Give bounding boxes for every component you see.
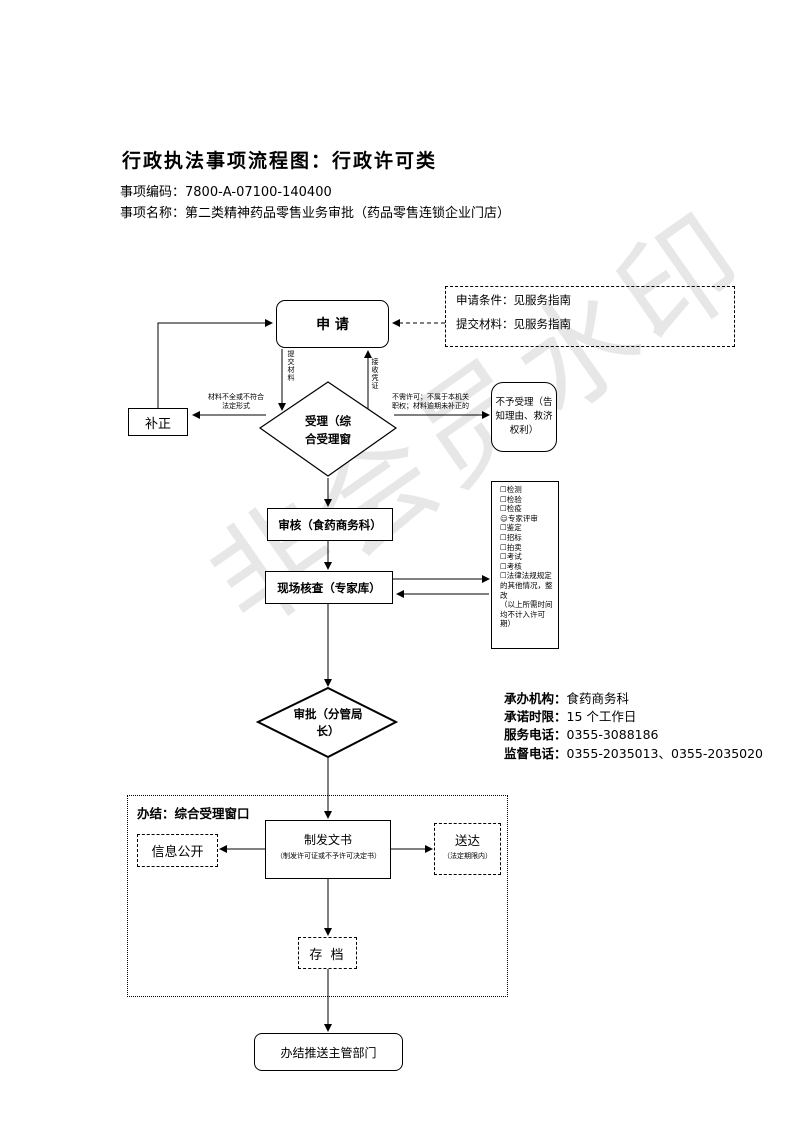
deliver-note: （法定期限内）	[443, 852, 492, 860]
item-code: 事项编码：7800-A-07100-140400	[120, 185, 332, 200]
procedure-item: ☐考核	[500, 561, 522, 571]
closing-area-label: 办结：综合受理窗口	[137, 806, 250, 821]
review-node: 审核（食药商务科）	[267, 508, 393, 541]
procedure-item: ☐鉴定	[500, 523, 522, 533]
supplement-node: 补正	[128, 408, 188, 436]
procedure-item: ☐检疫	[500, 504, 522, 514]
procedure-item: （以上所需时间均不计入许可期）	[500, 600, 553, 629]
deliver-label: 送达	[454, 833, 480, 848]
procedure-item: ☺专家评审	[500, 513, 538, 523]
approve-node: 审批（分管局 长）	[293, 707, 363, 738]
incomplete-label: 材料不全或不符合 法定形式	[208, 393, 264, 410]
accept-node: 受理（综 合受理窗	[305, 414, 351, 446]
receipt-label: 接收凭证	[371, 358, 379, 390]
item-name: 事项名称：第二类精神药品零售业务审批（药品零售连锁企业门店）	[120, 206, 511, 221]
org-info: 承办机构：食药商务科	[504, 691, 630, 706]
procedure-item: ☐法律法规规定的其他情况，整改	[500, 571, 553, 600]
phone-info: 服务电话：0355-3088186	[504, 727, 659, 742]
time-info: 承诺时限：15 个工作日	[504, 709, 637, 724]
page-title: 行政执法事项流程图：行政许可类	[122, 150, 438, 172]
publish-node: 信息公开	[137, 834, 218, 867]
issue-note: （制发许可证或不予许可决定书）	[276, 852, 381, 860]
reject-condition-label: 不需许可；不属于本机关 职权；材料逾期未补正的	[392, 393, 469, 410]
supervise-info: 监督电话：0355-2035013、0355-2035020	[504, 746, 764, 761]
issue-node: 制发文书 （制发许可证或不予许可决定书）	[265, 820, 391, 879]
submit-label: 提交材料	[287, 350, 295, 382]
conditions-line1: 申请条件：见服务指南	[456, 293, 571, 307]
procedure-item: ☐检验	[500, 494, 522, 504]
inspect-node: 现场核查（专家库）	[265, 571, 393, 604]
final-node: 办结推送主管部门	[254, 1033, 403, 1071]
deliver-node: 送达 （法定期限内）	[434, 823, 501, 875]
procedure-item: ☐考试	[500, 552, 522, 562]
archive-node: 存 档	[298, 937, 357, 969]
procedure-item: ☐招标	[500, 532, 522, 542]
conditions-box: 申请条件：见服务指南 提交材料：见服务指南	[445, 286, 735, 347]
procedure-item: ☐检测	[500, 485, 522, 494]
approve-diamond	[255, 686, 399, 759]
accept-diamond	[258, 381, 398, 477]
procedure-item: ☐拍卖	[500, 542, 522, 552]
apply-node: 申 请	[276, 300, 389, 348]
closing-area	[127, 795, 508, 997]
conditions-line2: 提交材料：见服务指南	[456, 317, 571, 331]
special-procedures-box: ☐检测 ☐检验 ☐检疫 ☺专家评审 ☐鉴定 ☐招标 ☐拍卖 ☐考试 ☐考核 ☐法…	[491, 481, 559, 649]
issue-label: 制发文书	[303, 833, 352, 847]
reject-node: 不予受理（告知理由、救济权利）	[491, 382, 557, 452]
